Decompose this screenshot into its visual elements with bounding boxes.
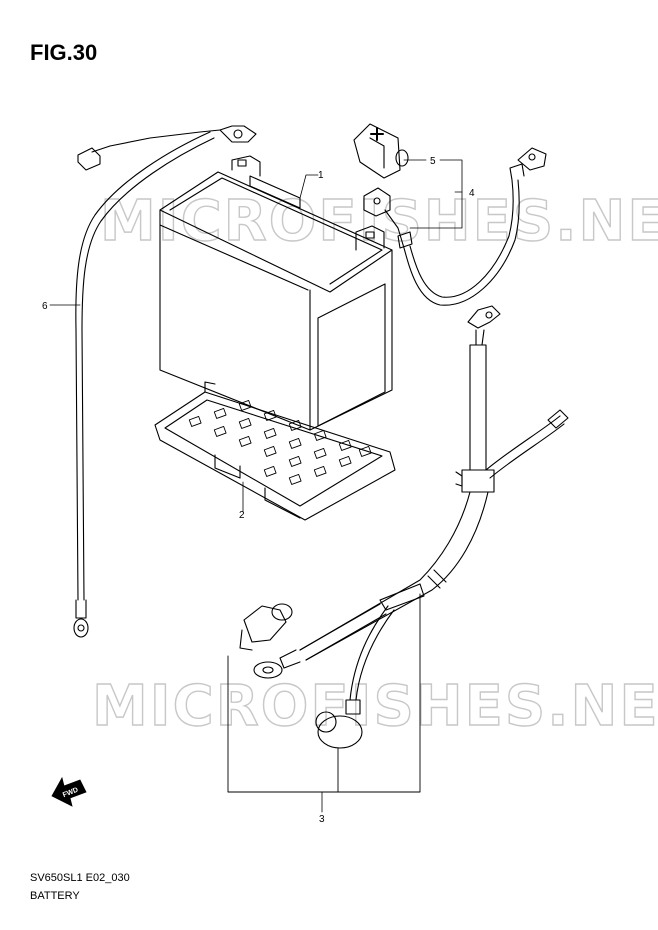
starter-cable-3 xyxy=(227,305,569,793)
leader-lines xyxy=(49,159,463,813)
figure-name: BATTERY xyxy=(30,890,80,902)
battery-tray xyxy=(154,381,396,521)
callout-2: 2 xyxy=(239,510,245,521)
figure-title: FIG.30 xyxy=(30,40,98,65)
callout-6: 6 xyxy=(42,301,48,312)
terminal-cover-5 xyxy=(353,123,409,179)
callout-4: 4 xyxy=(469,188,475,199)
battery-cable-4 xyxy=(363,147,547,306)
figure-code: SV650SL1 E02_030 xyxy=(30,872,130,884)
battery xyxy=(159,155,393,431)
lead-wire-6 xyxy=(73,125,257,638)
callout-1: 1 xyxy=(318,170,324,181)
callout-3: 3 xyxy=(319,814,325,825)
forward-arrow-icon: FWD xyxy=(51,776,87,807)
watermark-lower: MICROFISHES.NET xyxy=(92,674,658,739)
callout-5: 5 xyxy=(430,156,436,167)
